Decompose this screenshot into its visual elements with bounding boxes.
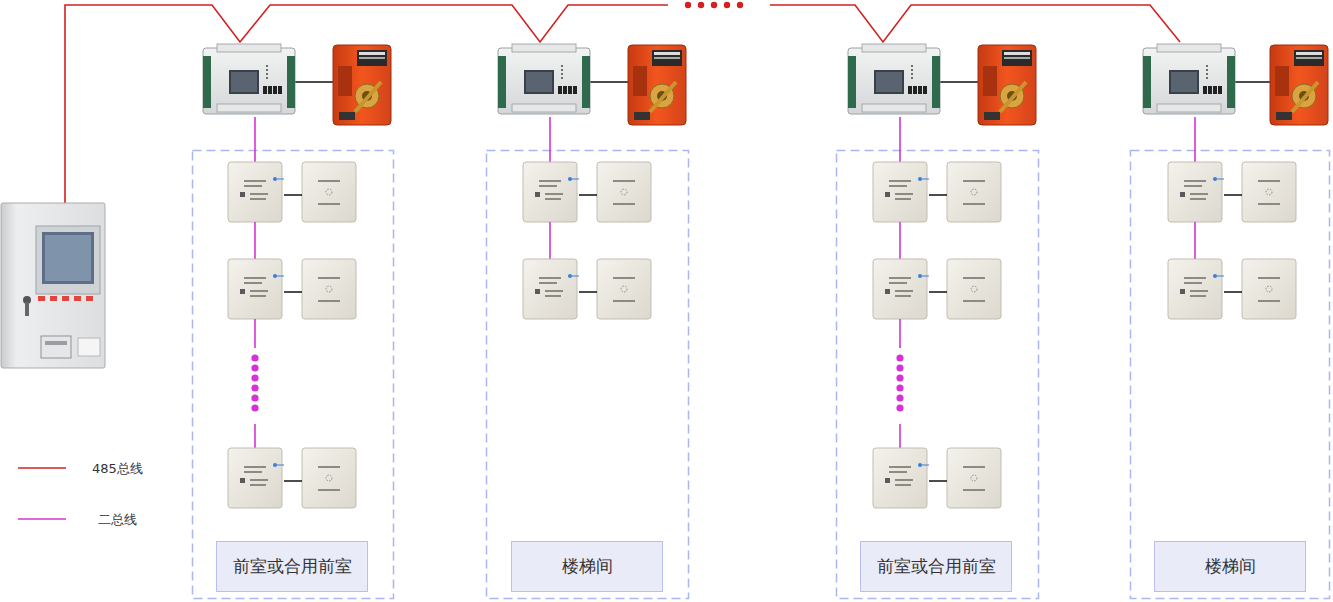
legend-text: 二总线 [98, 511, 137, 529]
actuator-wire [1235, 81, 1270, 83]
pressure-sensor [523, 162, 579, 222]
pressure-sensor [228, 259, 284, 319]
monitor-module [1143, 44, 1235, 114]
monitor-module [203, 44, 295, 114]
two-bus [899, 117, 901, 162]
continuation-dot [896, 364, 903, 371]
residual-pressure-probe [302, 259, 356, 319]
rs485-bus [770, 5, 1180, 42]
control-cabinet [1, 203, 105, 368]
two-bus [1194, 222, 1196, 259]
residual-pressure-probe [1242, 259, 1296, 319]
probe-wire [284, 291, 302, 293]
legend-line-two-bus [18, 518, 66, 520]
continuation-dots [685, 2, 743, 8]
pressure-sensor [228, 448, 284, 508]
continuation-dot [251, 394, 258, 401]
two-bus [549, 222, 551, 259]
zone-label: 前室或合用前室 [233, 555, 352, 578]
damper-actuator [1270, 45, 1328, 125]
residual-pressure-probe [597, 259, 651, 319]
probe-wire [929, 194, 947, 196]
residual-pressure-probe [302, 162, 356, 222]
two-bus [254, 319, 256, 348]
probe-wire [1224, 194, 1242, 196]
zone-label-box: 楼梯间 [1154, 541, 1306, 592]
probe-wire [284, 480, 302, 482]
legend-text: 485总线 [92, 460, 143, 478]
monitor-module [498, 44, 590, 114]
actuator-wire [295, 81, 333, 83]
continuation-dot [896, 354, 903, 361]
zone-label-box: 前室或合用前室 [860, 541, 1012, 592]
pressure-sensor [523, 259, 579, 319]
pressure-sensor [873, 162, 929, 222]
continuation-dot [251, 354, 258, 361]
continuation-dot [896, 384, 903, 391]
two-bus [899, 222, 901, 259]
probe-wire [929, 480, 947, 482]
monitor-module [848, 44, 940, 114]
continuation-dot [251, 404, 258, 411]
actuator-wire [590, 81, 628, 83]
zone-outline [487, 151, 689, 599]
residual-pressure-probe [302, 448, 356, 508]
zone-outline [193, 151, 394, 599]
residual-pressure-probe [947, 162, 1001, 222]
zone-outline [837, 151, 1039, 599]
continuation-dot [251, 364, 258, 371]
continuation-dot [896, 394, 903, 401]
probe-wire [1224, 291, 1242, 293]
probe-wire [929, 291, 947, 293]
probe-wire [579, 194, 597, 196]
two-bus [549, 117, 551, 162]
two-bus [254, 222, 256, 259]
two-bus [1194, 117, 1196, 162]
actuator-wire [940, 81, 978, 83]
zone-label: 楼梯间 [1205, 555, 1256, 578]
pressure-sensor [1168, 162, 1224, 222]
zone-label: 楼梯间 [562, 555, 613, 578]
probe-wire [579, 291, 597, 293]
pressure-sensor [1168, 259, 1224, 319]
zone-label: 前室或合用前室 [877, 555, 996, 578]
damper-actuator [978, 45, 1036, 125]
residual-pressure-probe [597, 162, 651, 222]
continuation-dot [251, 384, 258, 391]
rs485-bus [65, 5, 668, 205]
zone-label-box: 楼梯间 [511, 541, 663, 592]
continuation-dot [896, 374, 903, 381]
damper-actuator [628, 45, 686, 125]
continuation-dot [896, 404, 903, 411]
residual-pressure-probe [947, 448, 1001, 508]
zone-outline [1131, 151, 1330, 599]
two-bus [899, 319, 901, 348]
pressure-sensor [873, 448, 929, 508]
two-bus [899, 424, 901, 448]
two-bus [254, 424, 256, 448]
zone-label-box: 前室或合用前室 [216, 541, 368, 592]
legend-line-485 [18, 467, 66, 469]
continuation-dot [251, 374, 258, 381]
two-bus [254, 117, 256, 162]
pressure-sensor [228, 162, 284, 222]
probe-wire [284, 194, 302, 196]
residual-pressure-probe [1242, 162, 1296, 222]
residual-pressure-probe [947, 259, 1001, 319]
pressure-sensor [873, 259, 929, 319]
damper-actuator [333, 45, 391, 125]
